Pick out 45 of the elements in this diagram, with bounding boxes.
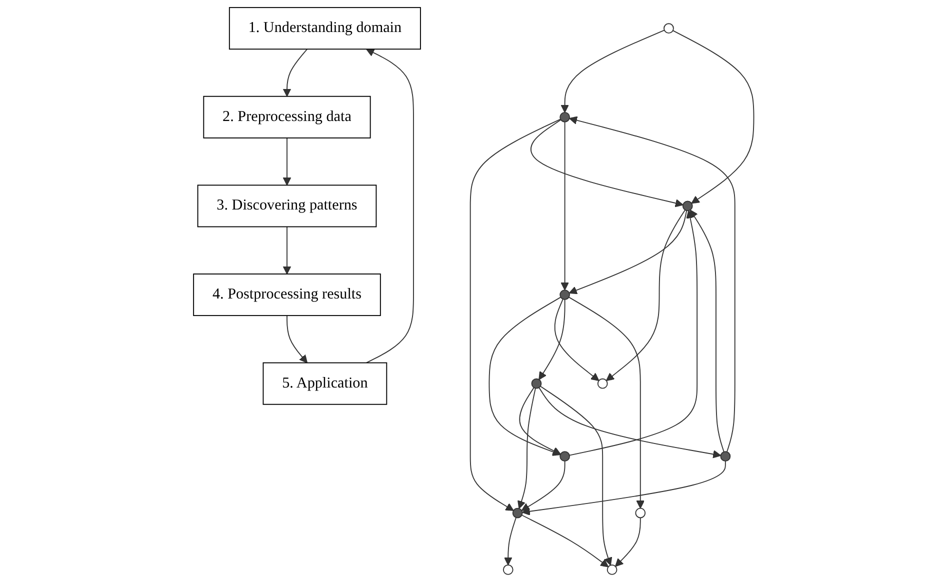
node-circle	[559, 451, 570, 462]
node-circle	[559, 290, 570, 300]
node-box	[192, 274, 381, 316]
arrow	[568, 210, 698, 456]
node-box	[262, 362, 387, 405]
arrow	[488, 296, 562, 456]
arrow	[672, 30, 754, 204]
arrow	[568, 116, 736, 452]
arrow	[521, 460, 566, 511]
arrow	[568, 296, 644, 509]
node-circle	[720, 451, 730, 462]
arrow	[530, 119, 684, 208]
arrow	[517, 388, 536, 509]
arrow	[540, 386, 612, 566]
arrow	[518, 387, 561, 455]
arrow	[690, 210, 724, 452]
arrow	[560, 30, 665, 113]
arrow	[560, 121, 569, 290]
node-circle	[531, 378, 542, 389]
arrow	[522, 460, 726, 516]
arrow	[606, 209, 686, 382]
node-circle	[606, 564, 618, 575]
arrow	[614, 517, 641, 567]
arrow	[286, 315, 308, 364]
arrow	[568, 210, 687, 294]
node-circle	[635, 508, 646, 518]
arrow	[282, 48, 308, 97]
node-box	[203, 96, 371, 138]
node-box	[228, 7, 421, 50]
node-box	[197, 184, 376, 228]
node-circle	[512, 508, 523, 518]
arrow	[521, 514, 608, 568]
arrow	[554, 298, 600, 382]
node-circle	[559, 112, 570, 122]
arrow	[282, 137, 291, 186]
node-circle	[502, 564, 514, 575]
arrow	[470, 118, 561, 511]
arrow	[366, 48, 414, 364]
node-circle	[682, 200, 693, 212]
arrow	[504, 517, 516, 566]
node-circle	[663, 23, 674, 34]
node-circle	[597, 378, 608, 389]
arrow	[538, 387, 721, 458]
arrow	[538, 299, 566, 380]
arrow	[282, 226, 291, 274]
